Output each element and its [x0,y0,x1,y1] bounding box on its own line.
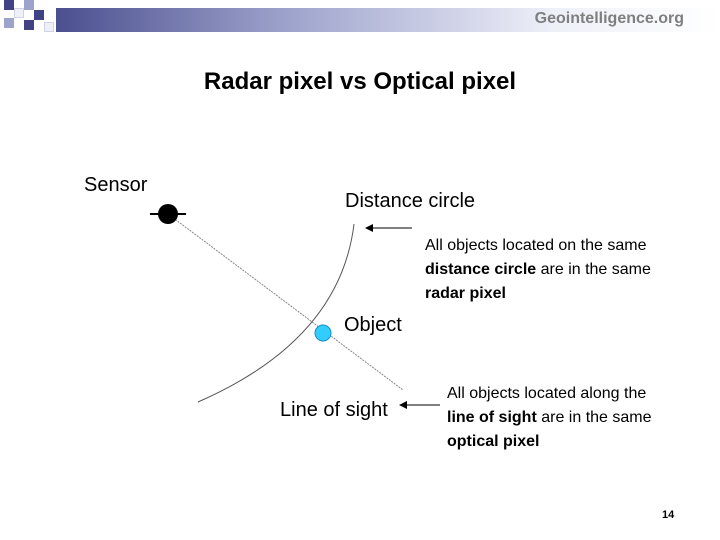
distance-circle-arc [197,223,355,403]
radar-note-line-2: distance circle are in the same [425,258,651,282]
site-label: Geointelligence.org [534,10,684,27]
line-of-sight-label: Line of sight [280,399,388,421]
radar-note-line-2-rest: are in the same [536,261,651,278]
header-square [24,20,34,30]
line-of-sight-line [167,213,404,391]
header-bar: Geointelligence.org [0,0,720,36]
optical-note-line-2: line of sight are in the same [447,406,652,430]
header-square [4,18,14,28]
radar-pixel-emphasis: radar pixel [425,285,506,302]
optical-note-line-1: All objects located along the [447,385,647,402]
page-number: 14 [662,509,675,521]
radar-note-emphasis: distance circle [425,261,537,278]
header-gradient-band [56,8,720,32]
object-dot [314,324,332,342]
optical-note-line-2-rest: are in the same [536,409,652,426]
header-square [34,10,44,20]
header-square [4,0,14,10]
radar-note-line-1: All objects located on the same [425,237,647,254]
radar-note-line-3: radar pixel [425,282,651,306]
optical-note-emphasis: line of sight [447,409,537,426]
slide-title: Radar pixel vs Optical pixel [203,68,517,95]
radar-pixel-note: All objects located on the same distance… [425,234,651,306]
optical-pixel-note: All objects located along the line of si… [447,382,652,454]
sensor-dot [158,204,178,224]
object-label: Object [344,314,402,336]
optical-note-line-3: optical pixel [447,430,652,454]
header-square [24,0,34,10]
header-square [44,22,54,32]
optical-pixel-emphasis: optical pixel [447,433,540,450]
sensor-label: Sensor [84,174,148,196]
header-square [14,8,24,18]
distance-circle-label: Distance circle [345,190,476,212]
